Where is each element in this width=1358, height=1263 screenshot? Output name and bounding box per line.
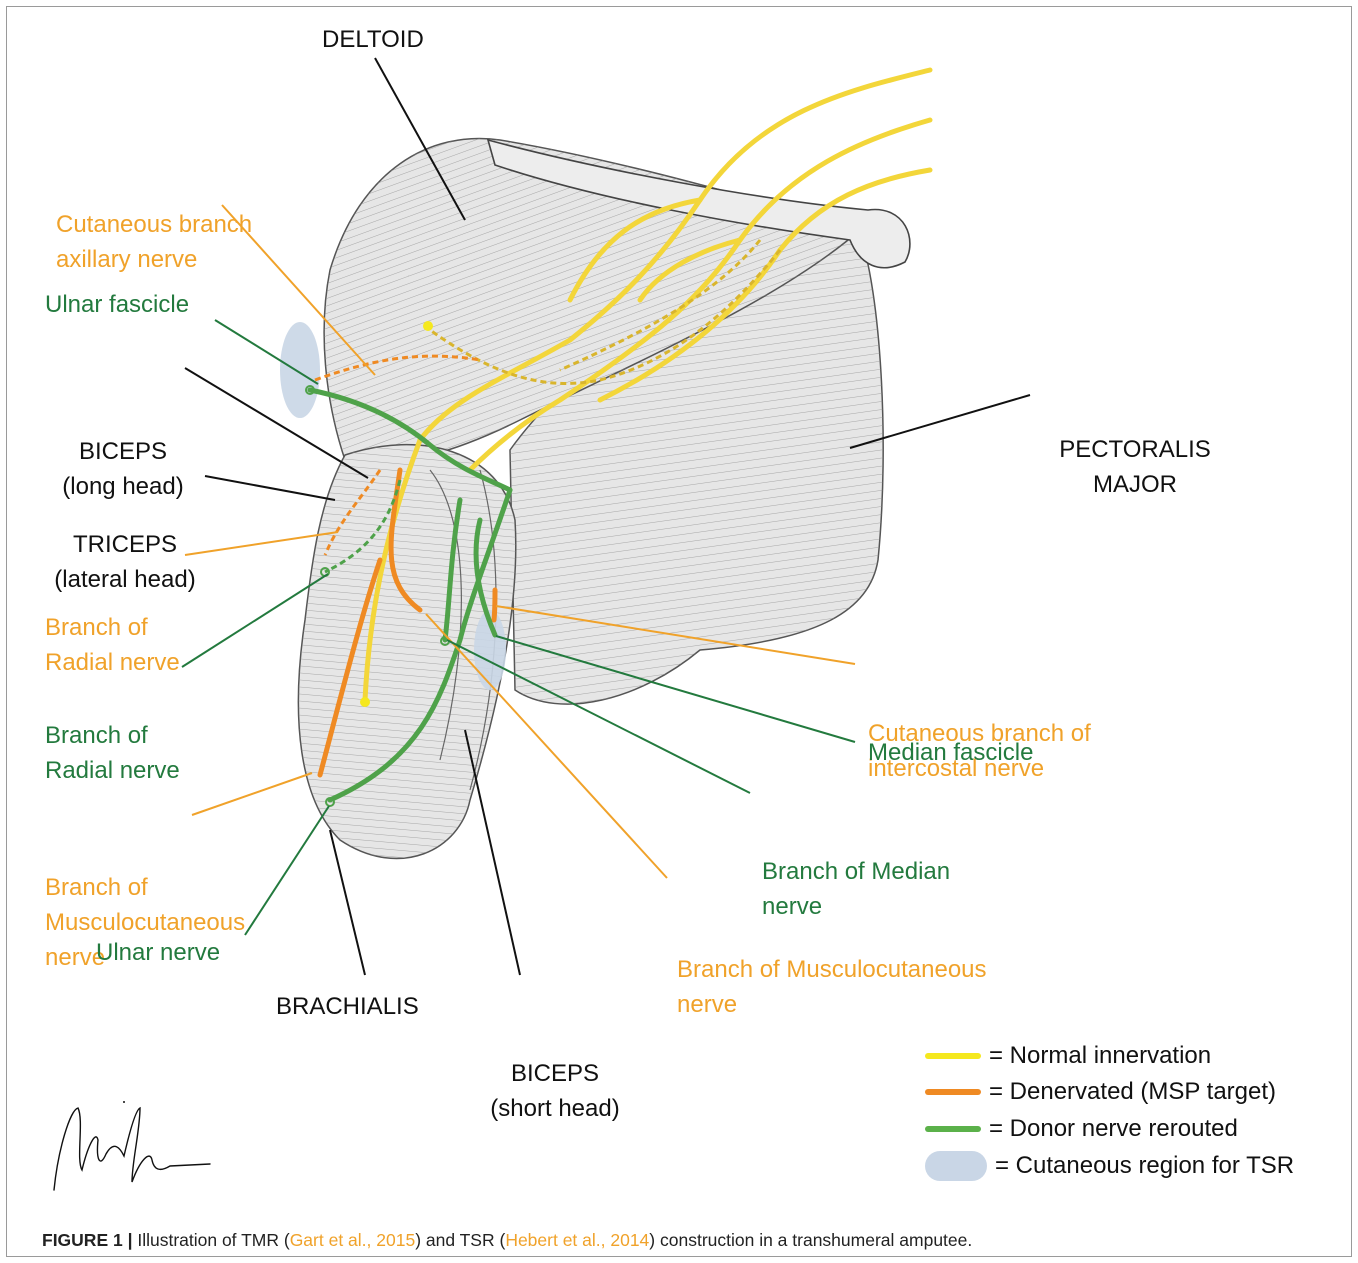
legend-item-cutaneous: = Cutaneous region for TSR [925,1148,1294,1184]
legend-item-normal: = Normal innervation [925,1038,1211,1074]
yellow-line-swatch [925,1053,981,1059]
label-ulnar-fascicle: Ulnar fascicle [45,287,189,322]
citation-link-hebert[interactable]: Hebert et al., 2014 [505,1230,649,1250]
label-deltoid: DELTOID [322,22,424,57]
tsr-region-upper [280,322,320,418]
label-biceps-short: BICEPS(short head) [470,986,640,1161]
label-brachialis: BRACHIALIS [276,989,419,1024]
artist-signature [40,1090,215,1200]
label-ulnar-nerve: Ulnar nerve [96,935,220,970]
orange-line-swatch [925,1089,981,1095]
legend-item-donor: = Donor nerve rerouted [925,1111,1238,1147]
figure-caption: FIGURE 1 | Illustration of TMR (Gart et … [42,1230,972,1251]
blue-region-swatch [925,1151,987,1181]
citation-link-gart[interactable]: Gart et al., 2015 [290,1230,416,1250]
green-line-swatch [925,1126,981,1132]
legend-item-denervated: = Denervated (MSP target) [925,1074,1276,1110]
label-median-fascicle: Median fascicle [868,735,1033,770]
